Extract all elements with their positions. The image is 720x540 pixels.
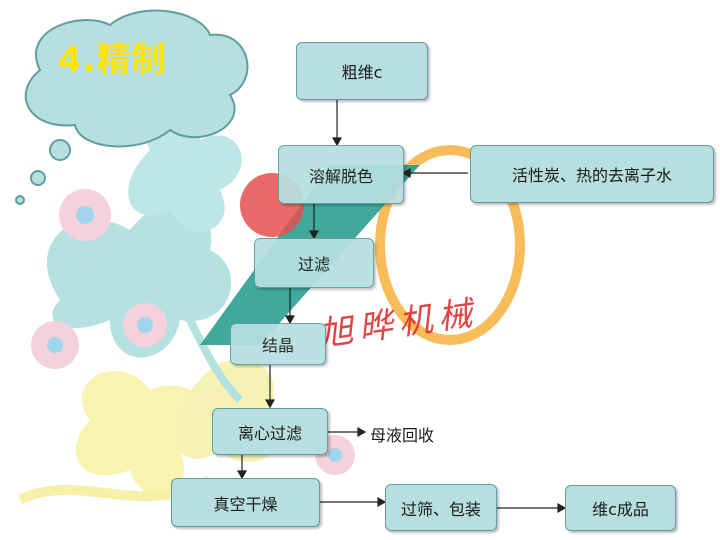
step-crude: 粗维c xyxy=(296,42,428,100)
slide-title: 4.精制 xyxy=(58,40,167,80)
step-product: 维c成品 xyxy=(565,485,676,531)
input-activated-carbon: 活性炭、热的去离子水 xyxy=(470,145,714,203)
step-centrifuge: 离心过滤 xyxy=(212,408,328,455)
thought-cloud xyxy=(15,9,249,205)
flow-connectors xyxy=(236,100,567,514)
step-vacuum-dry: 真空干燥 xyxy=(171,478,320,527)
step-dissolve: 溶解脱色 xyxy=(278,145,404,204)
step-crystal: 结晶 xyxy=(230,323,326,365)
output-mother-liquor: 母液回收 xyxy=(370,426,435,445)
step-sieve-pack: 过筛、包装 xyxy=(385,484,497,531)
step-filter: 过滤 xyxy=(254,238,374,288)
